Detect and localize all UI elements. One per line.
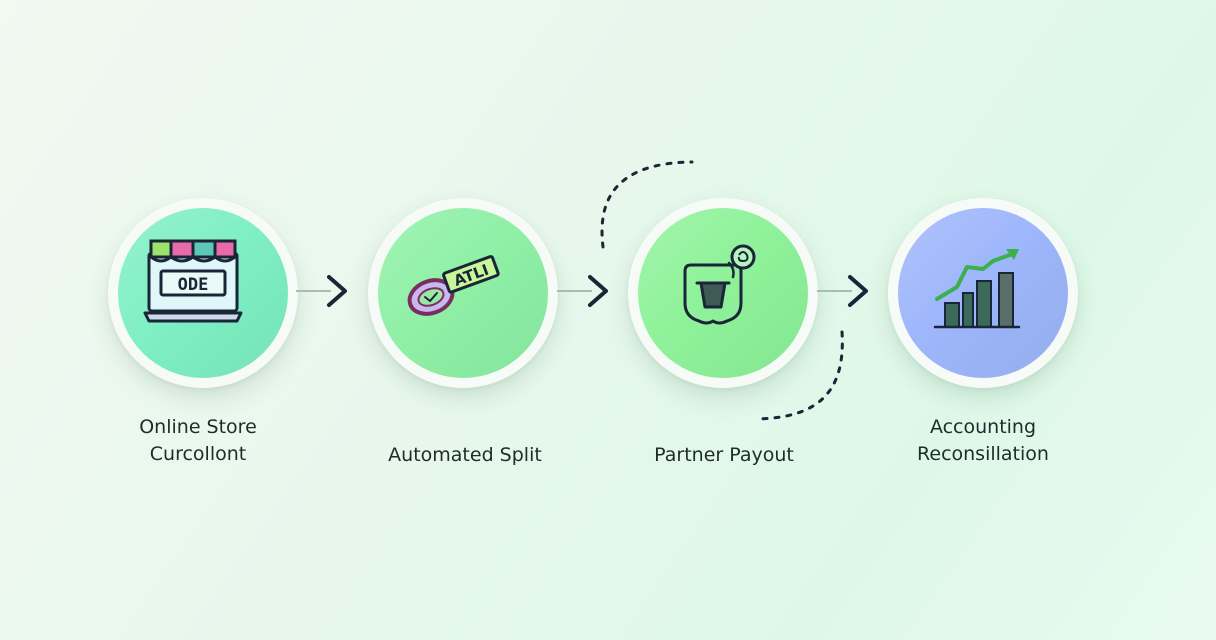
step-label-accounting-reconciliation: Accounting Reconsillation	[917, 416, 1049, 465]
connector-arrow-1	[296, 275, 347, 307]
split-tag-icon: ATLI	[407, 255, 500, 316]
chevron-right-icon	[588, 275, 608, 307]
step-label-automated-split: Automated Split	[388, 444, 542, 466]
chevron-right-icon	[848, 275, 868, 307]
chevron-right-icon	[327, 275, 347, 307]
step-disc	[898, 208, 1068, 378]
connector-arrow-3	[817, 275, 868, 307]
wallet-payout-icon	[683, 244, 756, 325]
storefront-laptop-icon: ODE	[143, 239, 243, 323]
step-disc	[378, 208, 548, 378]
step-accounting-reconciliation	[888, 198, 1078, 388]
step-partner-payout	[628, 198, 818, 388]
store-sign-text: ODE	[178, 275, 209, 295]
growth-arrow	[935, 251, 1017, 301]
coin-icon	[730, 244, 756, 270]
dashed-curve-bottom	[754, 330, 844, 421]
step-label-online-store: Online Store Curcollont	[139, 416, 257, 465]
step-automated-split: ATLI	[368, 198, 558, 388]
dashed-curve-top	[600, 160, 694, 249]
step-online-store: ODE	[108, 198, 298, 388]
connector-arrow-2	[557, 275, 608, 307]
step-label-partner-payout: Partner Payout	[654, 444, 794, 466]
growth-chart-icon	[933, 249, 1021, 329]
